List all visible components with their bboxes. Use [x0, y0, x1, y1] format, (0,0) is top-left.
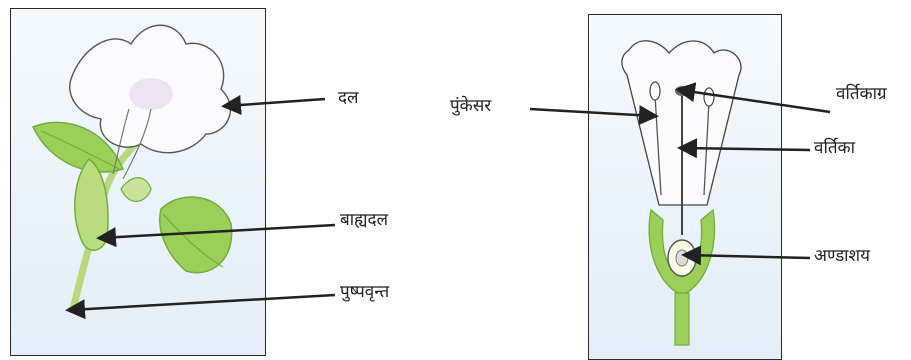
anther-left: [649, 81, 661, 101]
anther-right: [703, 87, 715, 107]
arrow-stamen: [529, 105, 659, 126]
arrow-ovary: [681, 245, 811, 266]
label-ovary: अण्डाशय: [814, 246, 870, 266]
label-stigma: वर्तिकाग्र: [836, 84, 887, 104]
label-sepal: बाह्यदल: [340, 210, 389, 230]
arrow-pedicel: [65, 293, 336, 320]
flower-section-panel: [588, 14, 782, 360]
arrow-stigma: [675, 82, 831, 114]
label-pedicel: पुष्पवृन्त: [340, 282, 390, 302]
arrow-petal: [221, 94, 326, 115]
label-petal: दल: [338, 88, 359, 108]
arrow-sepal: [96, 223, 336, 248]
flower-section-illustration: [621, 40, 742, 346]
label-style: वर्तिका: [814, 138, 856, 158]
arrow-style: [677, 138, 811, 159]
label-stamen: पुंकेसर: [450, 96, 492, 116]
leaf-right: [159, 196, 233, 274]
flower-external-panel: [10, 8, 266, 356]
